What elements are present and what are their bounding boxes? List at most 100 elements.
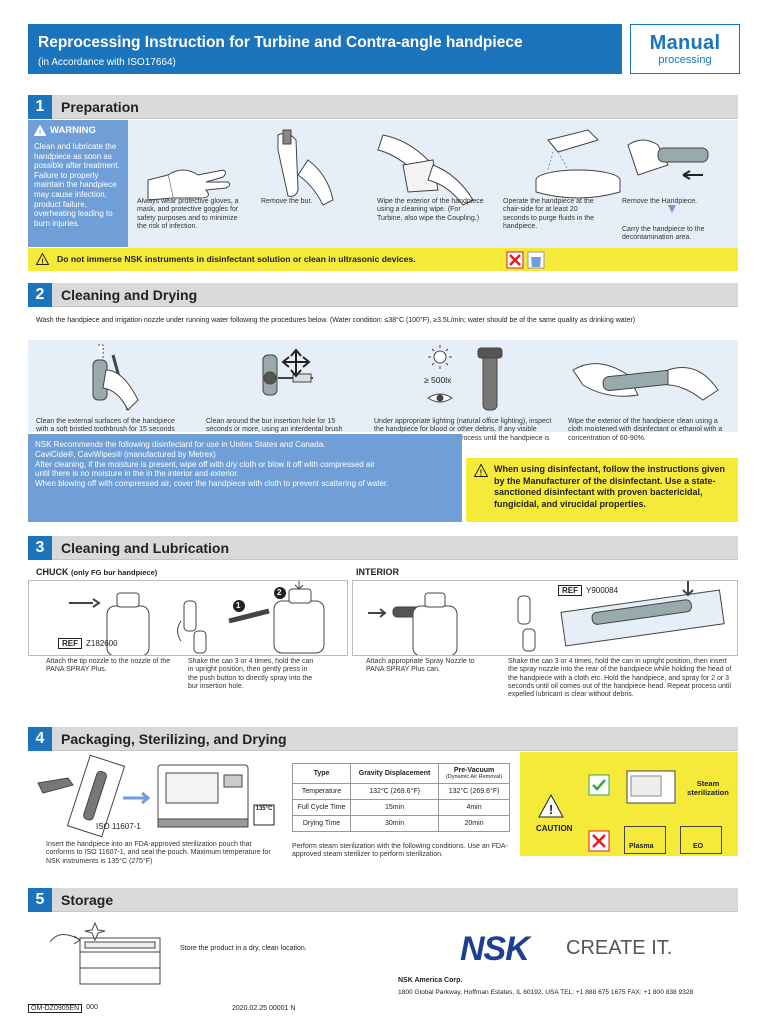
- cross-icon: [588, 830, 610, 852]
- recommendation-line: When blowing off with compressed air, co…: [35, 479, 389, 489]
- table-cell: 132°C (269.6°F): [438, 783, 510, 800]
- interdental-brush-illustration: [262, 348, 313, 396]
- section-label: Storage: [61, 892, 114, 908]
- prep-step-caption: Carry the handpiece to the decontaminati…: [622, 226, 705, 242]
- autoclave-illustration: [157, 764, 249, 828]
- ref-code: Y900084: [586, 586, 619, 595]
- section-number: 2: [28, 283, 52, 307]
- purge-illustration: [535, 129, 621, 199]
- manual-subtitle: processing: [658, 54, 712, 66]
- section-header-preparation: 1 Preparation: [28, 95, 738, 119]
- step-one-number: 1: [236, 601, 241, 610]
- section-label: Cleaning and Lubrication: [61, 540, 230, 556]
- table-header-row: Type Gravity Displacement Pre-Vacuum (Dy…: [292, 763, 510, 784]
- interior-illustrations: [368, 581, 725, 657]
- remove-handpiece-illustration: [627, 139, 709, 213]
- step-two-marker: [274, 587, 286, 599]
- recommendation-line: until there is no moisture in the in the…: [35, 469, 239, 479]
- wipe-disinfectant-illustration: [572, 363, 719, 401]
- toothbrush-illustration: [92, 344, 139, 411]
- prep-step-caption: Wipe the exterior of the handpiece using…: [377, 198, 484, 222]
- warning-triangle-icon: !: [34, 125, 46, 136]
- table-cell: 15min: [349, 799, 440, 816]
- caution-triangle-icon: !: [36, 253, 49, 265]
- inspect-illustration: [427, 345, 503, 411]
- revision: 000: [86, 1004, 98, 1011]
- preparation-illustration-strip: [128, 120, 738, 248]
- table-cell: 30min: [349, 815, 440, 832]
- prep-step-caption: Always wear protective gloves, a mask, a…: [137, 198, 239, 230]
- table-header-prevacuum: Pre-Vacuum (Dynamic Air Removal): [438, 763, 510, 784]
- steam-sterilizer-icon: [626, 770, 676, 804]
- iso-label: ISO 11607-1: [96, 822, 141, 831]
- document-subtitle: (in Accordance with ISO17664): [38, 57, 176, 68]
- remove-bur-illustration: [277, 129, 334, 206]
- company-name: NSK America Corp.: [398, 977, 463, 984]
- lube-step-caption: Attach the tip nozzle to the nozzle of t…: [46, 658, 171, 674]
- cleaning-intro: Wash the handpiece and irrigation nozzle…: [36, 317, 636, 324]
- section-label: Cleaning and Drying: [61, 287, 198, 303]
- svg-text:!: !: [41, 259, 43, 266]
- section-label: Packaging, Sterilizing, and Drying: [61, 731, 287, 747]
- section-number: 5: [28, 888, 52, 912]
- step-two-number: 2: [277, 588, 282, 597]
- section-number: 3: [28, 536, 52, 560]
- pouch-illustration: [37, 754, 126, 838]
- caution-triangle-icon: !: [474, 464, 488, 477]
- svg-text:!: !: [39, 130, 41, 137]
- sterilization-caution-panel: ! CAUTION Steam sterilization Plasma EO: [520, 752, 738, 856]
- interior-illustration-box: [352, 580, 738, 657]
- section-header-packaging-sterilizing: 4 Packaging, Sterilizing, and Drying: [28, 727, 738, 751]
- eo-label: EO: [680, 826, 722, 854]
- lube-step-caption: Shake the can 3 or 4 times, hold the can…: [188, 658, 314, 690]
- table-cell: 4min: [438, 799, 510, 816]
- preparation-illustrations: [147, 129, 709, 213]
- lube-step-caption: Attach appropriate Spray Nozzle to PANA …: [366, 658, 475, 674]
- disinfectant-caution-panel: ! When using disinfectant, follow the in…: [466, 458, 738, 522]
- manual-badge: Manual processing: [630, 24, 740, 74]
- interior-spray-illustration: [368, 581, 725, 657]
- sterilization-table: Type Gravity Displacement Pre-Vacuum (Dy…: [292, 763, 510, 832]
- storage-illustration: [40, 918, 170, 988]
- recommendation-line: After cleaning, if the moisture is prese…: [35, 459, 375, 469]
- chuck-title: CHUCK: [36, 567, 69, 577]
- step-one-marker: [233, 600, 245, 612]
- warning-text: Clean and lubricate the handpiece as soo…: [34, 142, 120, 228]
- document-code: OM-DZ0905EN 000: [28, 1004, 98, 1013]
- table-cell: 20min: [438, 815, 510, 832]
- storage-text: Store the product in a dry, clean locati…: [180, 945, 307, 952]
- packaging-caption: Insert the handpiece into an FDA-approve…: [46, 841, 271, 865]
- lux-label: ≥ 500lx: [424, 375, 452, 385]
- nsk-logo: NSK: [460, 930, 530, 968]
- document-title: Reprocessing Instruction for Turbine and…: [38, 34, 523, 51]
- brand-tagline: CREATE IT.: [566, 937, 673, 959]
- check-icon: [588, 774, 610, 796]
- packaging-illustration: [28, 753, 280, 839]
- immersion-caution-text: Do not immerse NSK instruments in disinf…: [57, 254, 416, 264]
- arrow-icon: [123, 791, 151, 805]
- warning-heading: ! WARNING: [34, 125, 122, 136]
- section-header-cleaning-drying: 2 Cleaning and Drying: [28, 283, 738, 307]
- warning-panel: ! WARNING Clean and lubricate the handpi…: [28, 120, 128, 247]
- packaging-illustrations: [37, 754, 275, 838]
- svg-text:!: !: [549, 802, 553, 817]
- table-cell: Temperature: [292, 783, 351, 800]
- caution-triangle-icon: !: [538, 794, 564, 818]
- ref-z182600: REF Z182600: [58, 638, 118, 649]
- disinfectant-recommendation-panel: NSK Recommends the following disinfectan…: [28, 434, 462, 522]
- chuck-note: (only FG bur handpiece): [71, 568, 158, 577]
- caution-label: CAUTION: [536, 824, 573, 833]
- table-row: Temperature 132°C (269.6°F) 132°C (269.6…: [292, 783, 510, 800]
- chuck-illustrations: [69, 581, 325, 657]
- section-header-storage: 5 Storage: [28, 888, 738, 912]
- cleaning-illustration-strip: [28, 340, 738, 432]
- company-address: 1800 Global Parkway, Hoffman Estates, IL…: [398, 989, 694, 996]
- wipe-illustration: [377, 134, 474, 206]
- interior-title: INTERIOR: [356, 567, 400, 577]
- section-number: 1: [28, 95, 52, 119]
- section-number: 4: [28, 727, 52, 751]
- ref-label: REF: [558, 585, 582, 596]
- warning-title: WARNING: [50, 124, 96, 136]
- disinfectant-caution-text: When using disinfectant, follow the inst…: [494, 464, 726, 509]
- prep-step-caption: Operate the handpiece at the chair-side …: [503, 198, 595, 230]
